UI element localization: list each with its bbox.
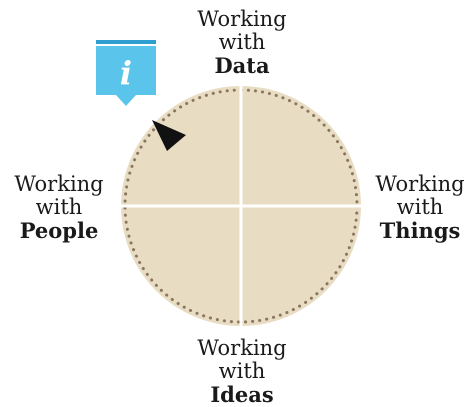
label-line: with	[218, 30, 266, 54]
info-badge-letter: i	[120, 54, 132, 92]
label-keyword: People	[19, 218, 99, 243]
label-keyword: Ideas	[210, 382, 274, 407]
label-line: with	[35, 195, 83, 219]
label-line: Working	[197, 7, 287, 31]
label-working-with-data: Working with Data	[182, 7, 302, 78]
info-badge-top-bar	[96, 40, 156, 44]
label-working-with-things: Working with Things	[368, 172, 472, 243]
info-badge-body	[96, 46, 156, 106]
label-working-with-ideas: Working with Ideas	[182, 336, 302, 407]
info-icon: i	[96, 40, 156, 106]
label-working-with-people: Working with People	[0, 172, 118, 243]
pointer-triangle-icon	[152, 120, 186, 151]
label-keyword: Things	[379, 218, 461, 243]
label-keyword: Data	[214, 53, 270, 78]
label-line: with	[396, 195, 444, 219]
label-line: with	[218, 359, 266, 383]
label-line: Working	[375, 172, 465, 196]
label-line: Working	[197, 336, 287, 360]
label-line: Working	[14, 172, 104, 196]
